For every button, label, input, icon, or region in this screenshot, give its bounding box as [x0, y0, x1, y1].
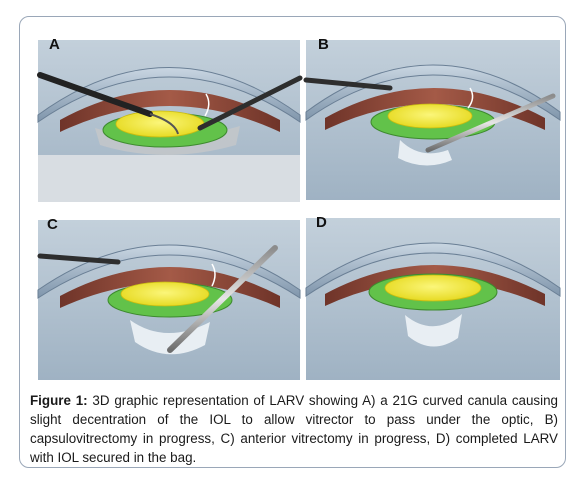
panel-b-illustration: [303, 40, 561, 200]
figure-caption: Figure 1: 3D graphic representation of L…: [30, 391, 558, 467]
figure-illustration: [37, 40, 561, 380]
panel-label-d: D: [316, 214, 327, 231]
panel-label-a: A: [49, 36, 60, 53]
panel-label-b: B: [318, 36, 329, 53]
panel-d-illustration: [305, 218, 561, 380]
panel-a-illustration: [37, 40, 303, 202]
panel-c-illustration: [37, 220, 301, 380]
caption-text: 3D graphic representation of LARV showin…: [30, 393, 558, 465]
caption-label: Figure 1:: [30, 393, 88, 408]
panel-label-c: C: [47, 216, 58, 233]
